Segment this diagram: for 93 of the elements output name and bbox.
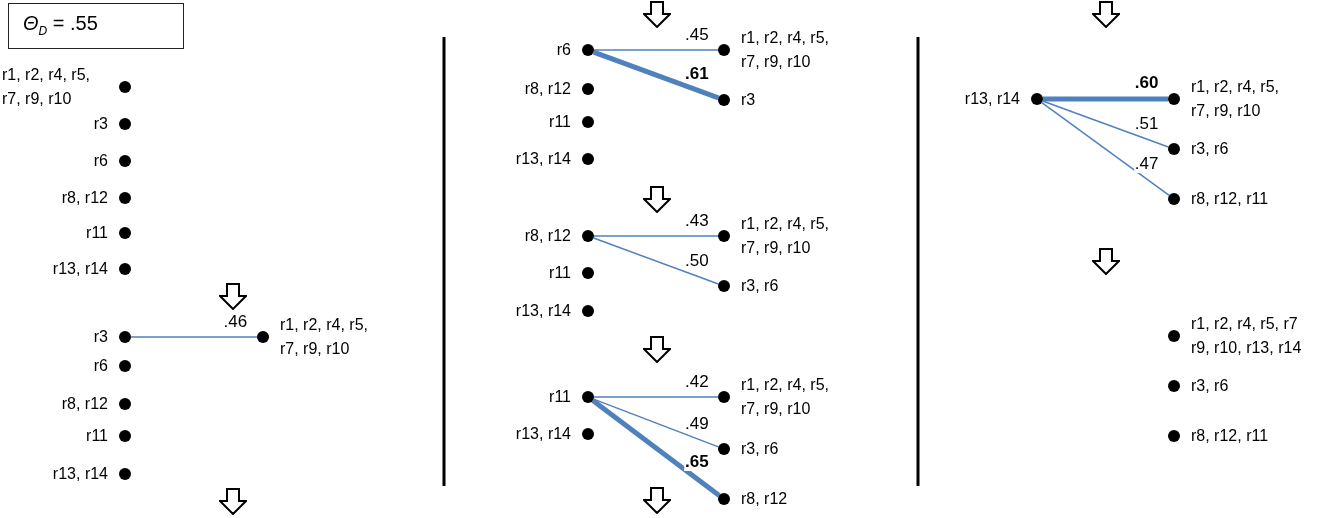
connector-line [1041,101,1170,197]
down-arrow-icon [643,336,671,363]
node-dot [1168,380,1180,392]
item-label: r3 [741,90,756,110]
node-dot [582,44,594,56]
node-dot [1168,93,1180,105]
item-label: r11 [549,263,571,283]
node-dot [582,391,594,403]
item-label: r8, r12 [524,226,571,246]
node-dot [1168,193,1180,205]
node-dot [1168,143,1180,155]
node-dot [582,153,594,165]
item-label: r11 [549,387,571,407]
item-label: r8, r12, r11 [1191,426,1269,446]
item-label: r6 [93,356,108,376]
connector-line [592,237,720,285]
item-label: r3, r6 [741,276,779,296]
node-dot [1031,93,1043,105]
node-dot [582,83,594,95]
connector-line [130,336,258,338]
node-dot [119,360,131,372]
connector-line [592,49,720,101]
node-dot [718,391,730,403]
edge-label: .61 [684,64,710,83]
parameter-label: Θ$_{D}$ = .55 [23,12,98,38]
item-label: r1, r2, r4, r5, r7, r9, r10 [741,214,831,258]
item-label: r8, r12 [524,79,571,99]
node-dot [718,230,730,242]
item-label: r13, r14 [515,424,571,444]
node-dot [718,44,730,56]
item-label: r6 [93,151,108,171]
item-label: r6 [556,40,571,60]
item-label: r13, r14 [964,89,1020,109]
node-dot [119,468,131,480]
node-dot [119,263,131,275]
node-dot [119,398,131,410]
node-dot [582,305,594,317]
connector-line [593,396,719,398]
node-dot [718,94,730,106]
item-label: r8, r12 [741,489,788,509]
connector-line [1043,96,1168,102]
node-dot [119,155,131,167]
node-dot [582,116,594,128]
node-dot [582,230,594,242]
item-label: r13, r14 [515,301,571,321]
node-dot [582,267,594,279]
down-arrow-icon [643,1,671,28]
item-label: r1, r2, r4, r5, r7, r9, r10 [280,315,370,359]
down-arrow-icon [219,283,247,310]
item-label: r8, r12 [61,394,108,414]
node-dot [119,192,131,204]
node-dot [119,430,131,442]
node-dot [119,81,131,93]
item-label: r3 [93,114,108,134]
node-dot [582,428,594,440]
node-dot [1168,430,1180,442]
node-dot [119,227,131,239]
parameter-box [8,3,184,49]
node-dot [119,118,131,130]
item-label: r3, r6 [741,439,779,459]
item-label: r11 [86,426,108,446]
node-dot [718,443,730,455]
item-label: r1, r2, r4, r5, r7, r9, r10 [741,375,831,419]
item-label: r1, r2, r4, r5, r7, r9, r10 [2,65,92,109]
item-label: r3 [93,327,108,347]
down-arrow-icon [1092,248,1120,275]
node-dot [119,331,131,343]
down-arrow-icon [643,186,671,213]
down-arrow-icon [219,488,247,515]
edge-label: .47 [1133,155,1160,174]
connector-line [593,235,719,237]
down-arrow-icon [1092,1,1120,28]
item-label: r13, r14 [515,149,571,169]
connector-line [1041,100,1170,148]
item-label: r11 [86,223,108,243]
item-label: r1, r2, r4, r5, r7 r9, r10, r13, r14 [1191,314,1303,358]
item-label: r3, r6 [1191,376,1229,396]
item-label: r13, r14 [52,464,108,484]
item-label: r1, r2, r4, r5, r7, r9, r10 [741,28,831,72]
down-arrow-icon [643,487,671,514]
item-label: r8, r12, r11 [1191,189,1269,209]
item-label: r8, r12 [61,188,108,208]
node-dot [257,331,269,343]
item-label: r3, r6 [1191,139,1229,159]
node-dot [718,493,730,505]
node-dot [718,280,730,292]
connector-line [591,398,721,498]
connector-line [593,49,719,51]
node-dot [1168,330,1180,342]
edge-label: .65 [684,453,710,472]
item-label: r1, r2, r4, r5, r7, r9, r10 [1191,77,1281,121]
item-label: r13, r14 [52,259,108,279]
item-label: r11 [549,112,571,132]
